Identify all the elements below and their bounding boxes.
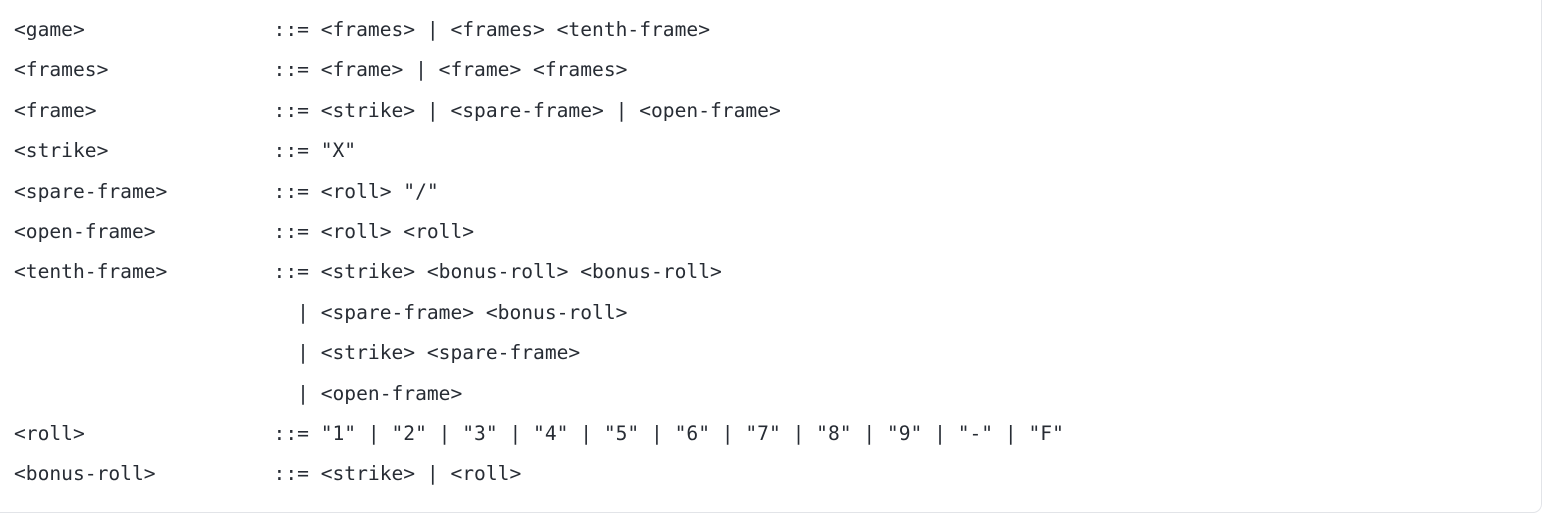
grammar-rule-line: <roll> ::= "1" | "2" | "3" | "4" | "5" |…: [14, 421, 1064, 445]
grammar-rule-line: <frame> ::= <strike> | <spare-frame> | <…: [14, 98, 781, 122]
grammar-rule-line: <spare-frame> ::= <roll> "/": [14, 179, 439, 203]
grammar-rule-line: <open-frame> ::= <roll> <roll>: [14, 219, 475, 243]
grammar-rule-line: <game> ::= <frames> | <frames> <tenth-fr…: [14, 18, 710, 41]
grammar-rule-line: | <open-frame>: [14, 381, 463, 405]
grammar-rule-line: | <spare-frame> <bonus-roll>: [14, 300, 628, 324]
grammar-code: <game> ::= <frames> | <frames> <tenth-fr…: [14, 10, 1064, 495]
grammar-rule-line: <frames> ::= <frame> | <frame> <frames>: [14, 58, 628, 82]
grammar-rule-line: | <strike> <spare-frame>: [14, 341, 581, 365]
grammar-rule-line: <tenth-frame> ::= <strike> <bonus-roll> …: [14, 260, 722, 284]
grammar-rule-line: <bonus-roll> ::= <strike> | <roll>: [14, 462, 522, 486]
grammar-rule-line: <strike> ::= "X": [14, 139, 357, 163]
